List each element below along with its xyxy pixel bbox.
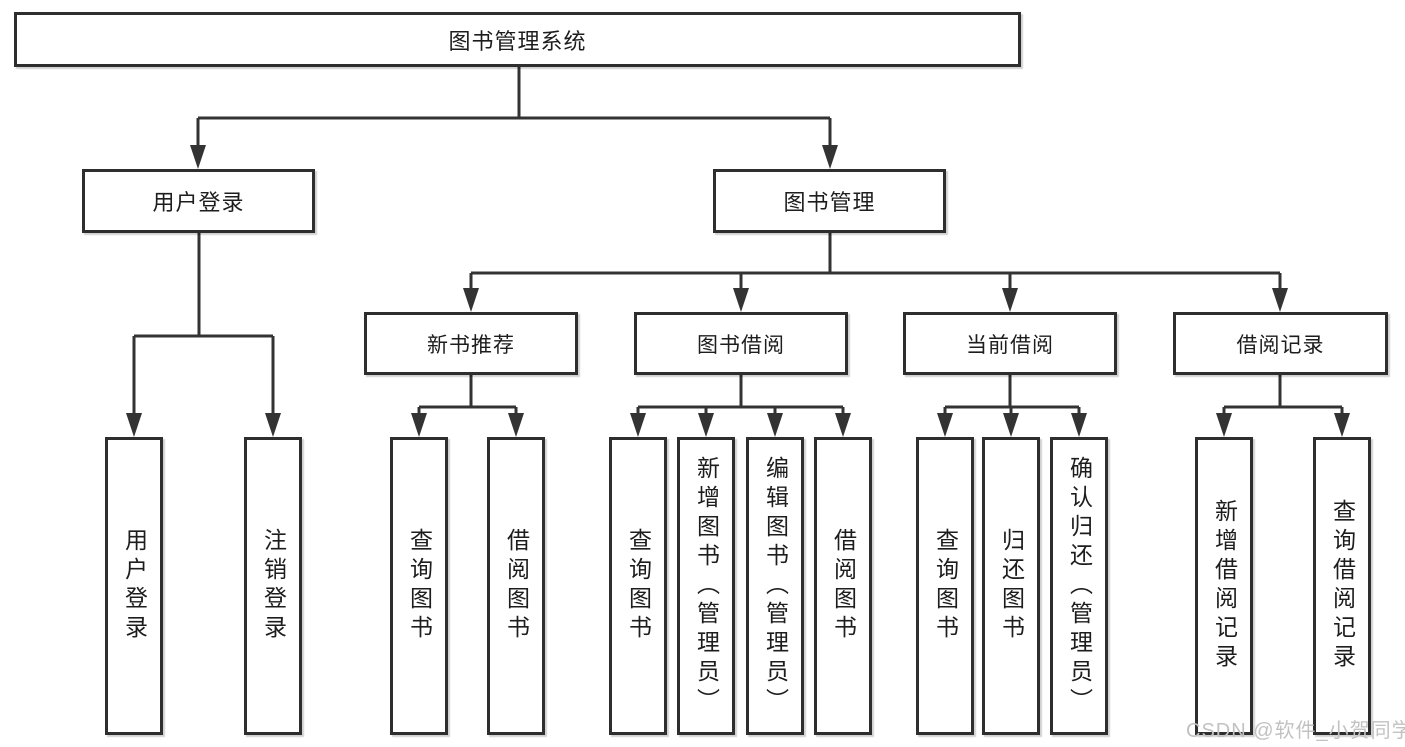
node-book-borrowing: 图书借阅 [634, 312, 848, 375]
leaf-add-borrow-record: 新增借阅记录 [1195, 437, 1253, 735]
arrow-head [1216, 413, 1232, 437]
arrow-head [698, 413, 714, 437]
leaf-logout-login: 注销登录 [244, 437, 302, 735]
node-root: 图书管理系统 [14, 12, 1021, 67]
arrow-head [463, 288, 479, 312]
node-new-book-recommendation: 新书推荐 [364, 312, 578, 375]
arrow-head [1272, 288, 1288, 312]
arrow-head [1334, 413, 1350, 437]
leaf-confirm-return-admin: 确认归还（管理员） [1050, 437, 1108, 735]
leaf-add-books-admin: 新增图书（管理员） [677, 437, 735, 735]
arrow-head [1002, 288, 1018, 312]
arrow-head [411, 413, 427, 437]
arrow-head [1003, 413, 1019, 437]
leaf-query-borrow-record: 查询借阅记录 [1313, 437, 1371, 735]
leaf-query-books-current: 查询图书 [916, 437, 974, 735]
arrow-head [822, 145, 838, 169]
leaf-query-books-borrowing: 查询图书 [609, 437, 667, 735]
arrow-head [630, 413, 646, 437]
watermark: CSDN @软件_小贺同学 [1186, 720, 1405, 742]
leaf-query-books-recommend: 查询图书 [390, 437, 448, 735]
arrow-head [265, 413, 281, 437]
arrow-head [126, 413, 142, 437]
arrow-head [767, 413, 783, 437]
arrow-head [937, 413, 953, 437]
node-current-borrowing: 当前借阅 [903, 312, 1117, 375]
arrow-head [1071, 413, 1087, 437]
node-user-login: 用户登录 [82, 169, 315, 233]
node-book-management: 图书管理 [713, 169, 946, 233]
leaf-return-books: 归还图书 [982, 437, 1040, 735]
leaf-edit-books-admin: 编辑图书（管理员） [746, 437, 804, 735]
leaf-borrow-books-borrowing: 借阅图书 [814, 437, 872, 735]
arrow-head [835, 413, 851, 437]
leaf-user-login: 用户登录 [105, 437, 163, 735]
arrow-head [190, 145, 206, 169]
arrow-head [508, 413, 524, 437]
arrow-head [733, 288, 749, 312]
leaf-borrow-books-recommend: 借阅图书 [487, 437, 545, 735]
node-borrowing-records: 借阅记录 [1173, 312, 1388, 375]
